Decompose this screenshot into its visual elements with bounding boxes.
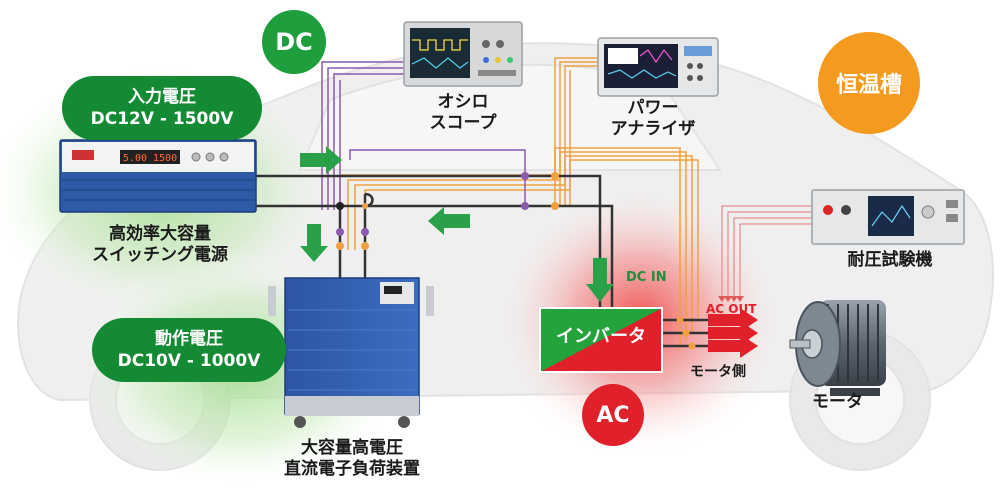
oscilloscope-line1: オシロ xyxy=(437,92,489,112)
motor-label: モータ xyxy=(812,392,863,413)
dc-badge: DC xyxy=(262,10,326,74)
dc-in-label: DC IN xyxy=(626,270,667,286)
hipot-arrowheads xyxy=(718,296,744,302)
hipot-wires xyxy=(721,205,812,298)
ac-out-text: AC OUT xyxy=(706,302,757,316)
flow-arrows xyxy=(300,146,614,302)
switching-power-line2: スイッチング電源 xyxy=(92,245,228,266)
electronic-load-line2: 直流電子負荷装置 xyxy=(284,459,420,480)
arrow-left-from-inverter xyxy=(428,207,470,235)
input-voltage-range: DC12V - 1500V xyxy=(90,109,234,129)
arrow-right-to-oscilloscope xyxy=(300,146,342,174)
ac-badge: AC xyxy=(582,384,644,446)
ac-out-label: AC OUT xyxy=(706,302,756,317)
chamber-badge-text: 恒温槽 xyxy=(835,73,902,98)
hipot-tester-device xyxy=(811,189,965,245)
oscilloscope-line2: スコープ xyxy=(429,113,497,134)
oscilloscope-label: オシロ スコープ xyxy=(408,92,518,135)
motor-side-label: モータ側 xyxy=(690,364,746,382)
power-supply-display: 5.00 1500 xyxy=(123,153,177,164)
junction-dots xyxy=(336,172,696,350)
power-analyzer-line2: アナライザ xyxy=(610,119,696,140)
switching-power-supply-device: 5.00 1500 xyxy=(59,139,257,213)
electronic-load-device xyxy=(268,277,434,428)
power-analyzer-device xyxy=(597,37,719,97)
chamber-badge: 恒温槽 xyxy=(818,32,920,134)
oscilloscope-device xyxy=(403,21,523,87)
motor-text: モータ xyxy=(812,392,863,412)
input-voltage-pill: 入力電圧 DC12V - 1500V xyxy=(62,76,262,140)
hipot-tester-label: 耐圧試験機 xyxy=(820,250,960,271)
inverter-text: インバータ xyxy=(556,326,646,347)
input-voltage-title: 入力電圧 xyxy=(128,86,196,107)
electronic-load-line1: 大容量高電圧 xyxy=(301,438,403,458)
motor-side-text: モータ側 xyxy=(690,364,746,380)
power-analyzer-label: パワー アナライザ xyxy=(598,98,708,141)
power-analyzer-line1: パワー xyxy=(627,98,679,118)
inverter-label: インバータ xyxy=(540,326,662,349)
operating-voltage-title: 動作電圧 xyxy=(155,328,223,349)
ac-badge-text: AC xyxy=(596,402,630,428)
inverter-box xyxy=(539,307,663,373)
switching-power-line1: 高効率大容量 xyxy=(109,224,211,244)
switching-power-label: 高効率大容量 スイッチング電源 xyxy=(80,224,240,267)
arrow-down-dc-in xyxy=(586,258,614,302)
operating-voltage-range: DC10V - 1000V xyxy=(117,351,261,371)
electronic-load-label: 大容量高電圧 直流電子負荷装置 xyxy=(272,438,432,481)
ac-out-arrows xyxy=(708,308,758,358)
dc-in-text: DC IN xyxy=(626,270,667,285)
motor-device xyxy=(789,300,886,396)
dc-badge-text: DC xyxy=(275,28,313,56)
operating-voltage-pill: 動作電圧 DC10V - 1000V xyxy=(92,318,286,382)
arrow-down-to-load xyxy=(300,224,328,262)
hipot-tester-text: 耐圧試験機 xyxy=(847,250,933,270)
